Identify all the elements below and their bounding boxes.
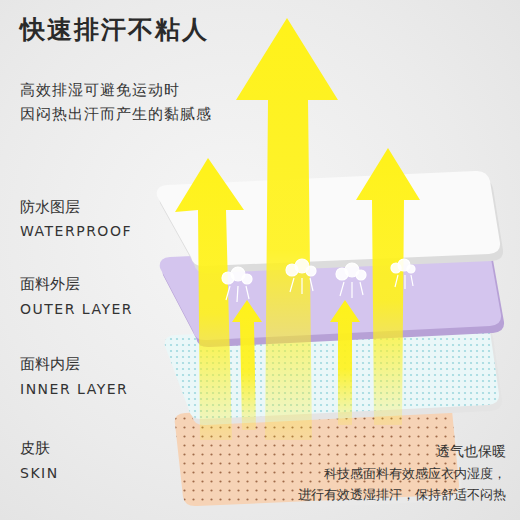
heading: 快速排汗不粘人	[20, 10, 209, 50]
note-heading: 透气也保暖	[436, 440, 506, 462]
layer-label: 防水图层	[20, 195, 80, 219]
sweat-arrows	[175, 18, 420, 440]
layer-label: 面料外层	[20, 272, 80, 296]
steam-puffs	[222, 259, 415, 302]
note-body: 科技感面料有效感应衣内湿度， 进行有效透湿排汗，保持舒适不闷热	[279, 464, 507, 506]
layer-label: 面料内层	[20, 352, 80, 376]
layer-label: OUTER LAYER	[20, 298, 133, 320]
layer-label: INNER LAYER	[20, 378, 128, 400]
layer-label: SKIN	[20, 462, 59, 484]
layer-label: WATERPROOF	[20, 220, 132, 242]
subtitle: 高效排湿可避免运动时 因闷热出汗而产生的黏腻感	[20, 78, 218, 126]
layer-label: 皮肤	[20, 436, 50, 460]
